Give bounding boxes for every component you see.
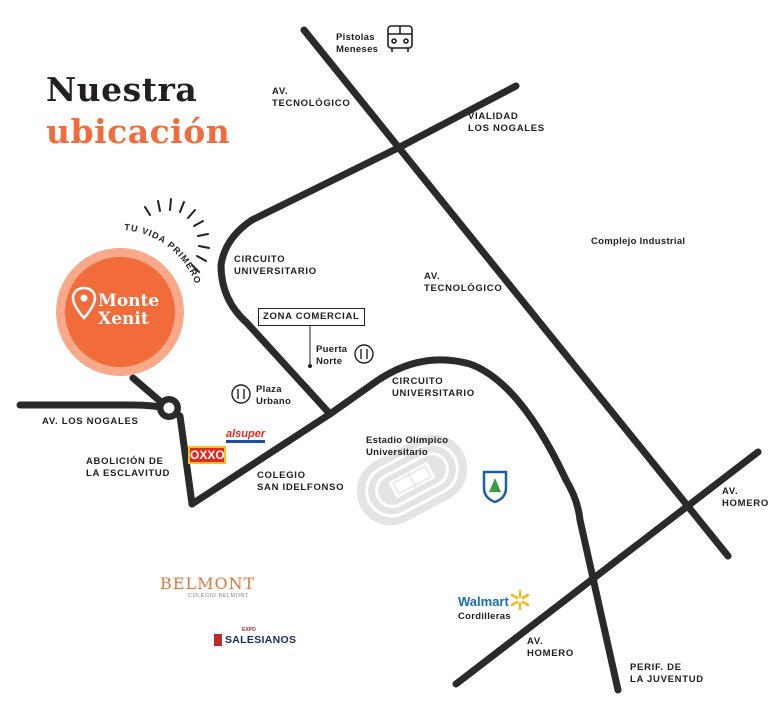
spark-icon	[510, 589, 530, 611]
title-line-2: ubicación	[46, 112, 231, 151]
stadium-icon	[356, 434, 468, 526]
label-av-homero-right: AV. HOMERO	[722, 486, 769, 509]
label-complejo-industrial: Complejo Industrial	[591, 236, 686, 247]
bus-icon	[387, 25, 413, 52]
title-line-1: Nuestra	[46, 70, 198, 109]
salesianos-logo: SALESIANOS	[214, 634, 296, 646]
label-pistolas-meneses: Pistolas Meneses	[336, 32, 379, 55]
label-abolicion: ABOLICIÓN DE LA ESCLAVITUD	[86, 456, 171, 479]
belmont-logo: BELMONT	[160, 574, 256, 593]
label-circuito-universitario-1: CIRCUITO UNIVERSITARIO	[234, 254, 317, 277]
label-colegio: COLEGIO SAN IDELFONSO	[257, 470, 345, 493]
label-av-los-nogales: AV. LOS NOGALES	[42, 416, 139, 427]
walmart-logo: Walmart	[458, 594, 509, 609]
oxxo-logo: OXXO	[188, 446, 226, 464]
food-icon	[354, 344, 374, 364]
label-perif-juventud: PERIF. DE LA JUVENTUD	[630, 662, 704, 685]
salesianos-superscript: EXPO	[242, 627, 256, 633]
shield-emblem-icon	[482, 470, 508, 504]
brand-badge	[56, 248, 184, 376]
label-zona-comercial: ZONA COMERCIAL	[258, 308, 365, 326]
alsuper-logo: alsuper	[226, 429, 266, 443]
belmont-subtitle: COLEGIO BELMONT	[188, 593, 249, 599]
location-pin-icon	[71, 286, 97, 320]
food-icon	[231, 384, 251, 404]
label-estadio: Estadio Olímpico Universitario	[366, 435, 449, 458]
road-network	[16, 26, 762, 694]
brand-name: Monte Xenit	[98, 291, 160, 329]
sunburst-icon	[144, 198, 210, 273]
label-av-tecnologico-mid: AV. TECNOLÓGICO	[424, 271, 503, 294]
label-walmart-cordilleras: Cordilleras	[458, 611, 511, 622]
label-puerta-norte: Puerta Norte	[316, 344, 348, 367]
label-circuito-universitario-2: CIRCUITO UNIVERSITARIO	[392, 376, 475, 399]
label-vialidad-nogales: VIALIDAD LOS NOGALES	[468, 111, 545, 134]
label-plaza-urbano: Plaza Urbano	[256, 384, 292, 407]
label-av-homero-bottom: AV. HOMERO	[527, 636, 574, 659]
roundabout-icon	[157, 396, 181, 420]
label-av-tecnologico-top: AV. TECNOLÓGICO	[272, 86, 351, 109]
